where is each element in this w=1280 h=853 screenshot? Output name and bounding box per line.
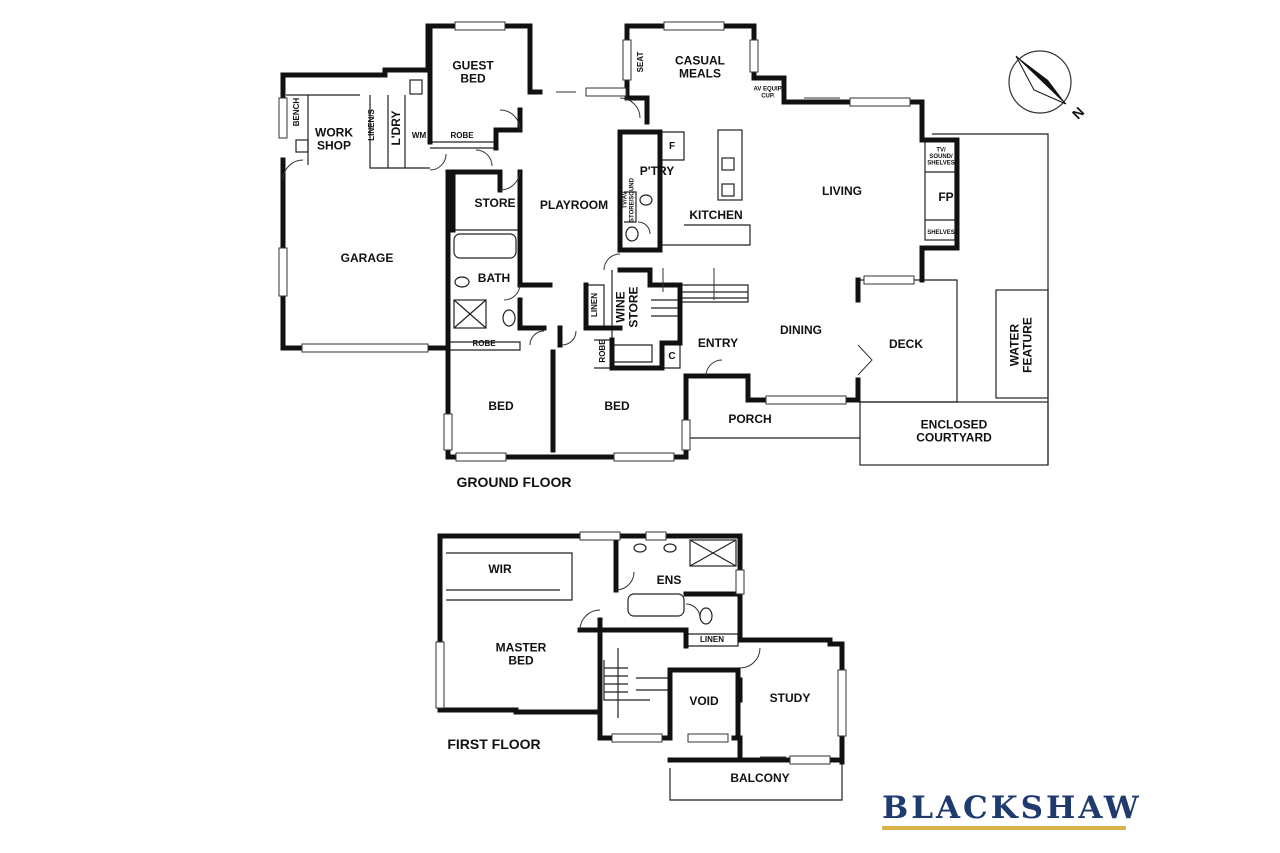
toilet-bath bbox=[502, 309, 516, 327]
room-dining: DINING bbox=[780, 323, 822, 337]
room-seat: SEAT bbox=[636, 52, 645, 73]
room-ens: ENS bbox=[657, 573, 682, 587]
room-porch: PORCH bbox=[728, 412, 771, 426]
sink-2 bbox=[721, 183, 735, 197]
shower bbox=[453, 299, 487, 329]
balcony-outline bbox=[669, 762, 843, 801]
room-laundry: L'DRY bbox=[389, 110, 403, 145]
room-fp: FP bbox=[938, 190, 953, 204]
ens-basin-2 bbox=[663, 543, 677, 553]
tv-store-cupboard bbox=[624, 191, 637, 223]
brand-name: BLACKSHAW bbox=[882, 790, 1142, 826]
room-pantry: P'TRY bbox=[640, 164, 674, 178]
kitchen-island bbox=[717, 129, 743, 201]
room-tv-store: TV/AVSTORE/SOUND bbox=[622, 177, 635, 222]
compass-arrow-icon: N bbox=[1008, 50, 1087, 122]
laundry-outline bbox=[369, 95, 430, 169]
room-robe-bath: ROBE bbox=[472, 339, 496, 348]
room-fridge: F bbox=[669, 141, 675, 152]
first-walls bbox=[437, 533, 845, 765]
first-windows bbox=[435, 531, 847, 765]
room-linen: LINEN bbox=[590, 293, 599, 317]
ground-floor-title: GROUND FLOOR bbox=[456, 474, 571, 490]
room-kitchen: KITCHEN bbox=[689, 208, 742, 222]
room-deck: DECK bbox=[889, 337, 923, 351]
courtyard-wall bbox=[932, 133, 1049, 465]
ens-toilet bbox=[699, 607, 713, 625]
first-doors bbox=[579, 571, 761, 669]
wine-store-outline bbox=[612, 344, 653, 363]
room-linen-ff: LINEN bbox=[700, 635, 724, 644]
basin-powder bbox=[639, 194, 653, 206]
laundry-tub bbox=[409, 79, 423, 95]
water-feature-outline bbox=[995, 289, 1049, 399]
room-bench: BENCH bbox=[292, 98, 301, 127]
room-water-feature: WATERFEATURE bbox=[1008, 317, 1035, 373]
wir-outline bbox=[446, 552, 573, 601]
room-balcony: BALCONY bbox=[730, 771, 789, 785]
porch-outline bbox=[685, 376, 860, 439]
first-outlines bbox=[446, 539, 843, 801]
stair-ff bbox=[603, 660, 650, 701]
room-linen-s: LINEN/S bbox=[367, 109, 376, 141]
room-shelves: SHELVES bbox=[927, 230, 955, 236]
first-floor-title: FIRST FLOOR bbox=[447, 736, 540, 752]
room-bath: BATH bbox=[478, 271, 510, 285]
room-cupboard: C bbox=[668, 351, 675, 362]
room-entry: ENTRY bbox=[698, 336, 738, 350]
room-living: LIVING bbox=[822, 184, 862, 198]
ens-bath bbox=[627, 593, 685, 617]
brand-logo: BLACKSHAW bbox=[882, 790, 1142, 830]
ground-windows bbox=[278, 21, 915, 462]
room-robe-bed2: ROBE bbox=[598, 339, 607, 363]
room-study: STUDY bbox=[770, 691, 811, 705]
brand-underline bbox=[882, 826, 1126, 830]
north-label: N bbox=[1069, 104, 1087, 122]
room-store: STORE bbox=[474, 196, 515, 210]
bathtub bbox=[453, 233, 517, 259]
room-tv-shelves: TV/SOUND/SHELVES bbox=[927, 147, 955, 166]
room-bed-1: BED bbox=[488, 399, 514, 413]
fridge-space bbox=[660, 131, 685, 161]
kitchen-bench bbox=[662, 224, 751, 246]
toilet-powder bbox=[625, 226, 639, 242]
room-robe-guest: ROBE bbox=[450, 131, 474, 140]
basin-bath bbox=[454, 276, 470, 288]
room-bed-2: BED bbox=[604, 399, 630, 413]
ground-doors bbox=[282, 97, 873, 377]
room-wm: WM bbox=[412, 131, 427, 140]
room-void: VOID bbox=[689, 694, 719, 708]
workshop-sink bbox=[295, 139, 309, 153]
ground-arrows bbox=[556, 91, 840, 758]
sink-1 bbox=[721, 157, 735, 171]
room-garage: GARAGE bbox=[341, 251, 394, 265]
room-wir: WIR bbox=[488, 562, 512, 576]
room-av-equip: AV EQUIP.CUP. bbox=[753, 86, 782, 99]
ens-shower bbox=[689, 539, 737, 567]
room-playroom: PLAYROOM bbox=[540, 198, 608, 212]
room-wine-store: WINESTORE bbox=[614, 286, 641, 327]
ens-basin-1 bbox=[633, 543, 647, 553]
